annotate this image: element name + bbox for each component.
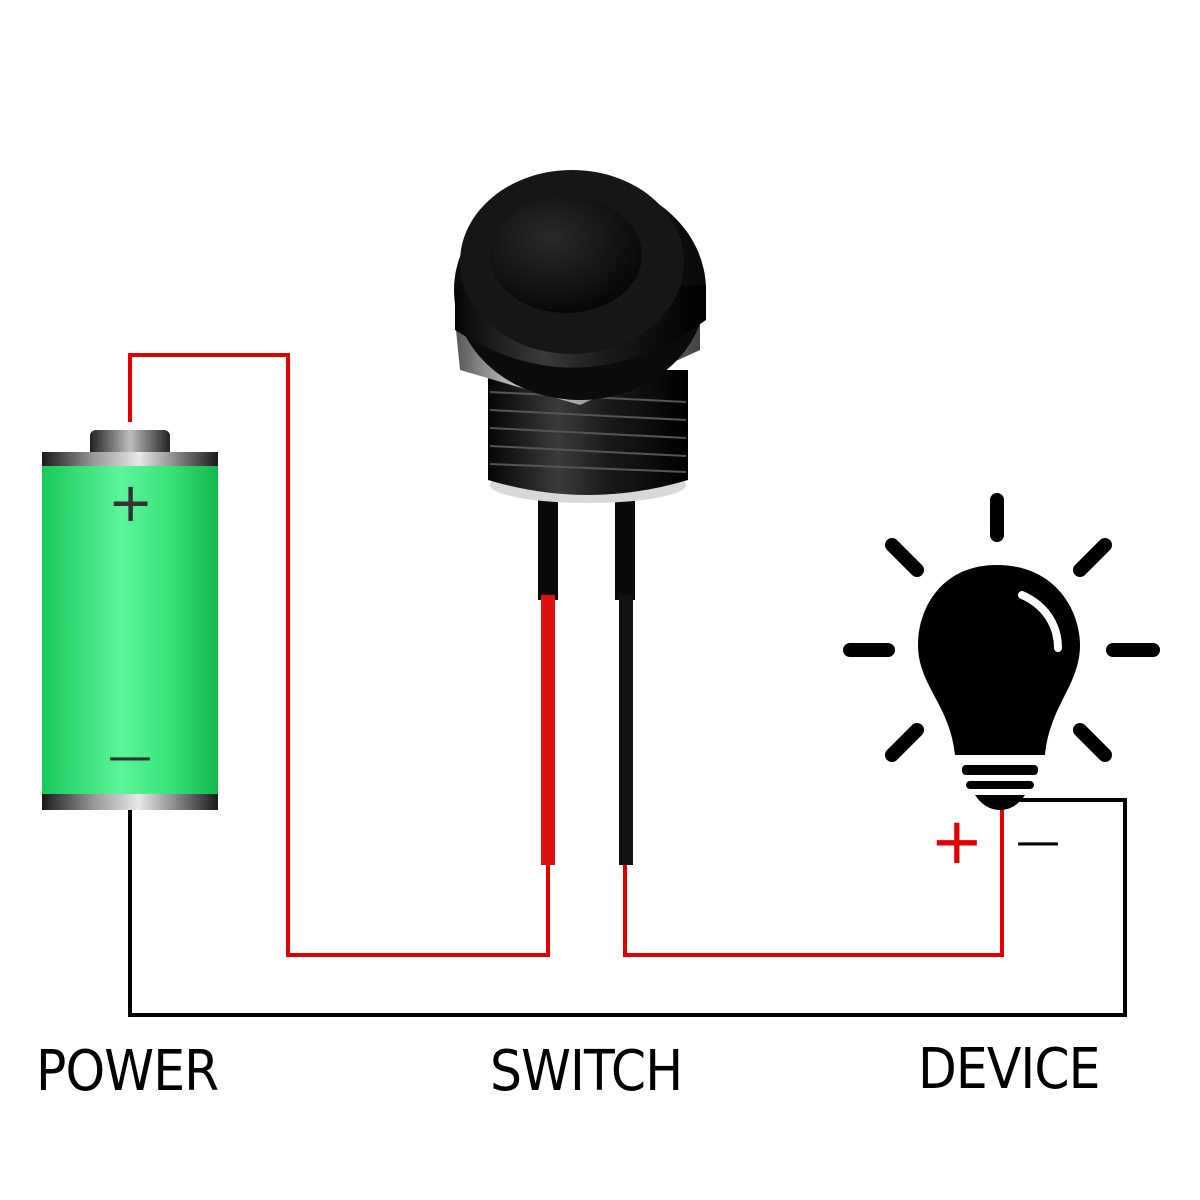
device-minus-sign: — (1016, 816, 1060, 867)
switch-label: SWITCH (490, 1039, 683, 1104)
device-label: DEVICE (918, 1037, 1101, 1102)
push-button-switch-icon (454, 170, 706, 865)
battery-icon (42, 430, 218, 810)
power-label: POWER (36, 1039, 219, 1104)
device-plus-sign: + (930, 805, 984, 879)
negative-wires (128, 798, 1127, 1017)
wire-battery-minus-to-device-minus (128, 798, 1127, 1017)
battery-minus-sign: — (108, 731, 152, 782)
wire-switch-to-device-plus (623, 800, 1004, 957)
wire-battery-plus-to-switch (128, 353, 550, 957)
battery-plus-sign: + (108, 471, 154, 534)
positive-wires (128, 353, 1004, 957)
light-bulb-icon (843, 493, 1160, 810)
